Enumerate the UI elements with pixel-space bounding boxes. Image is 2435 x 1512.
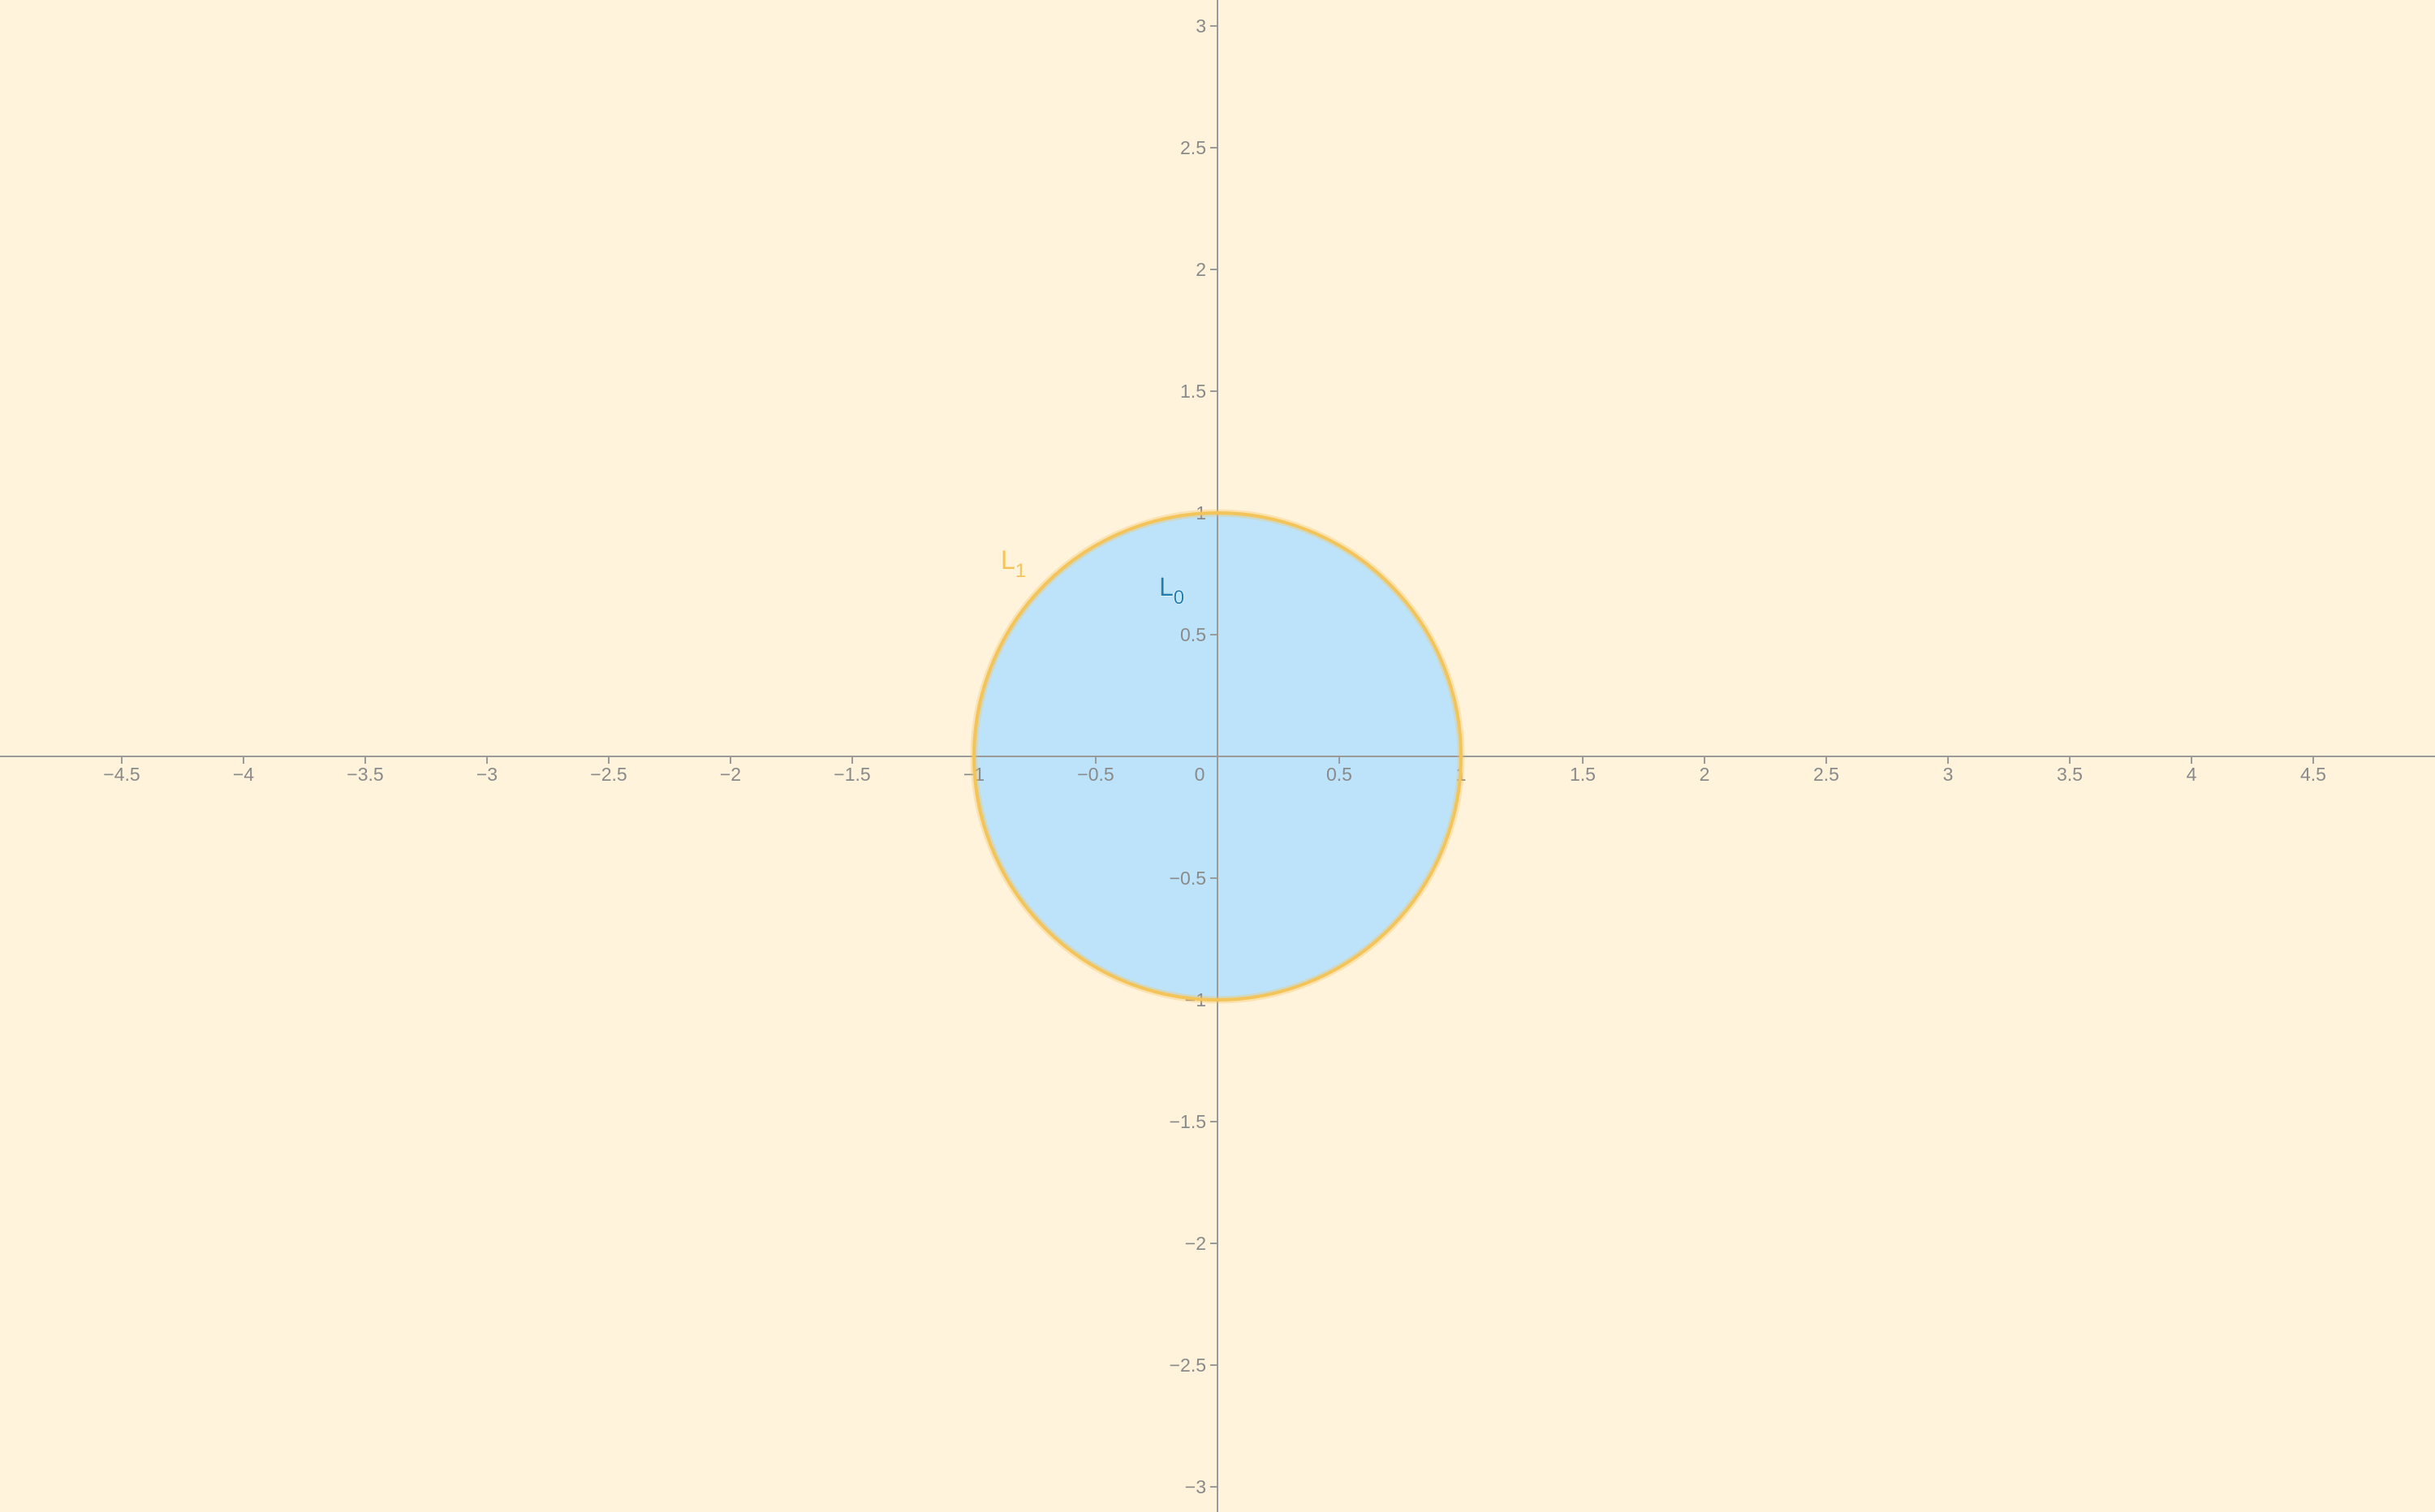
label-l1: L1 — [1001, 545, 1026, 582]
y-tick-label: 2 — [1196, 259, 1206, 280]
y-tick-label: −2.5 — [1170, 1355, 1206, 1376]
x-tick-label: −4 — [233, 764, 254, 785]
x-tick-label: 1.5 — [1570, 764, 1596, 785]
x-tick-label: 2.5 — [1813, 764, 1839, 785]
y-axis-ticks: 32.521.510.5−0.5−1−1.5−2−2.5−3 — [1170, 15, 1218, 1497]
y-tick-label: 1.5 — [1180, 381, 1206, 402]
y-tick-label: 0.5 — [1180, 624, 1206, 645]
label-l1-main: L — [1001, 545, 1015, 575]
label-l0: L0 — [1159, 572, 1184, 609]
x-tick-label: 3.5 — [2057, 764, 2083, 785]
label-l0-sub: 0 — [1174, 587, 1184, 609]
y-tick-label: −1.5 — [1170, 1111, 1206, 1132]
y-tick-label: −0.5 — [1170, 868, 1206, 889]
x-tick-label: −1.5 — [834, 764, 870, 785]
x-tick-label: −2.5 — [590, 764, 627, 785]
y-tick-label: −3 — [1185, 1476, 1206, 1497]
x-tick-label: −0.5 — [1077, 764, 1114, 785]
x-tick-label: −3 — [476, 764, 498, 785]
circle-l1[interactable] — [972, 511, 1463, 1002]
x-tick-label: −3.5 — [347, 764, 383, 785]
x-tick-label: 2 — [1700, 764, 1710, 785]
y-tick-label: −2 — [1185, 1233, 1206, 1254]
label-l1-sub: 1 — [1015, 560, 1026, 582]
label-l0-main: L — [1159, 572, 1174, 601]
x-tick-label: −4.5 — [103, 764, 140, 785]
x-tick-label: 0 — [1195, 764, 1205, 785]
x-tick-label: 0.5 — [1326, 764, 1352, 785]
x-tick-label: 4 — [2187, 764, 2197, 785]
x-tick-label: −2 — [720, 764, 741, 785]
x-tick-label: 4.5 — [2300, 764, 2326, 785]
y-tick-label: 3 — [1196, 15, 1206, 37]
x-tick-label: 3 — [1943, 764, 1954, 785]
y-tick-label: 2.5 — [1180, 137, 1206, 158]
